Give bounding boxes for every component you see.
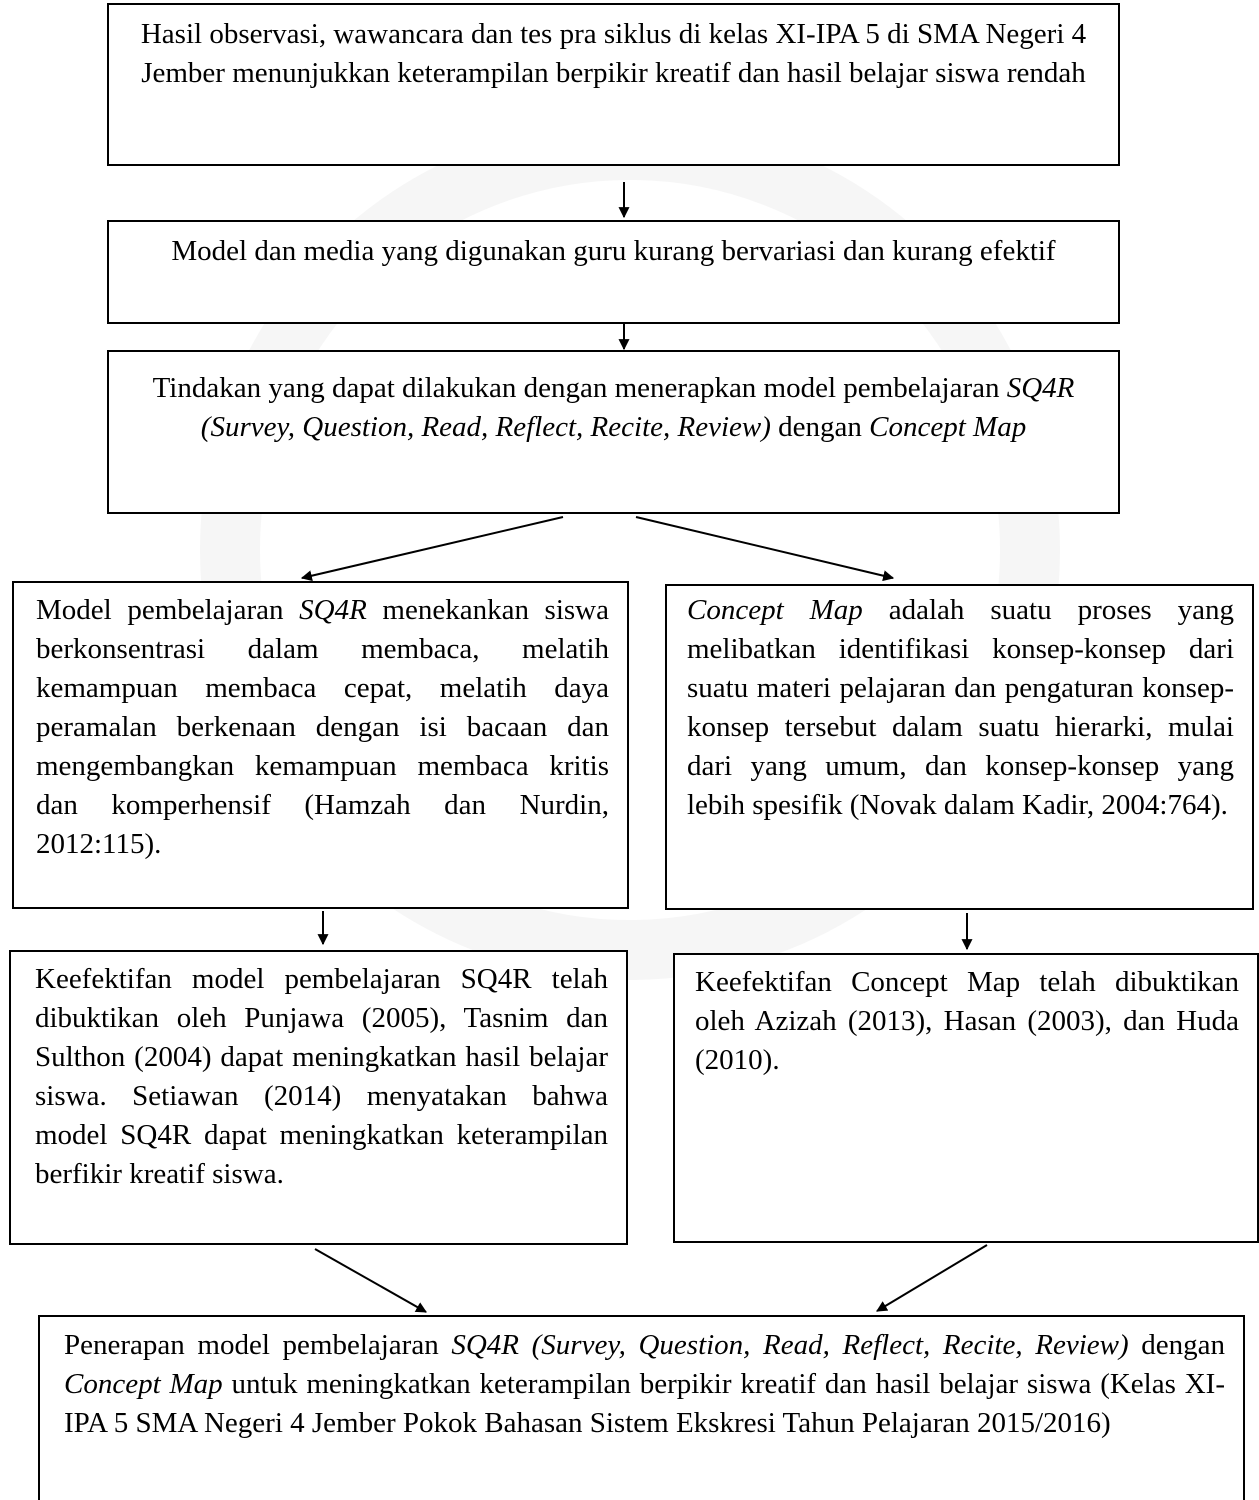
- concept-map-box: Concept Map adalah suatu proses yang mel…: [665, 584, 1254, 910]
- cause-box: Model dan media yang digunakan guru kura…: [107, 220, 1120, 324]
- arrow-action-to-concept-map: [635, 516, 895, 582]
- conclusion-box: Penerapan model pembelajaran SQ4R (Surve…: [38, 1315, 1245, 1500]
- problem-box: Hasil observasi, wawancara dan tes pra s…: [107, 3, 1120, 166]
- action-text: Tindakan yang dapat dilakukan dengan men…: [152, 372, 1075, 443]
- problem-text: Hasil observasi, wawancara dan tes pra s…: [140, 18, 1087, 89]
- cm-effect-box: Keefektifan Concept Map telah dibuktikan…: [673, 953, 1259, 1243]
- arrow-action-to-sq4r: [300, 516, 564, 582]
- sq4r-box: Model pembelajaran SQ4R menekankan siswa…: [12, 581, 629, 909]
- sq4r-effect-box: Keefektifan model pembelajaran SQ4R tela…: [9, 950, 628, 1245]
- conclusion-text: Penerapan model pembelajaran SQ4R (Surve…: [64, 1329, 1225, 1439]
- sq4r-text: Model pembelajaran SQ4R menekankan siswa…: [36, 594, 609, 860]
- cm-effect-text: Keefektifan Concept Map telah dibuktikan…: [695, 966, 1239, 1076]
- sq4r-effect-text: Keefektifan model pembelajaran SQ4R tela…: [35, 963, 608, 1190]
- concept-map-text: Concept Map adalah suatu proses yang mel…: [687, 594, 1235, 821]
- cause-text: Model dan media yang digunakan guru kura…: [171, 235, 1056, 267]
- arrow-sq4r-effect-to-conclusion: [314, 1248, 427, 1313]
- arrow-cm-effect-to-conclusion: [876, 1244, 988, 1312]
- action-box: Tindakan yang dapat dilakukan dengan men…: [107, 350, 1120, 514]
